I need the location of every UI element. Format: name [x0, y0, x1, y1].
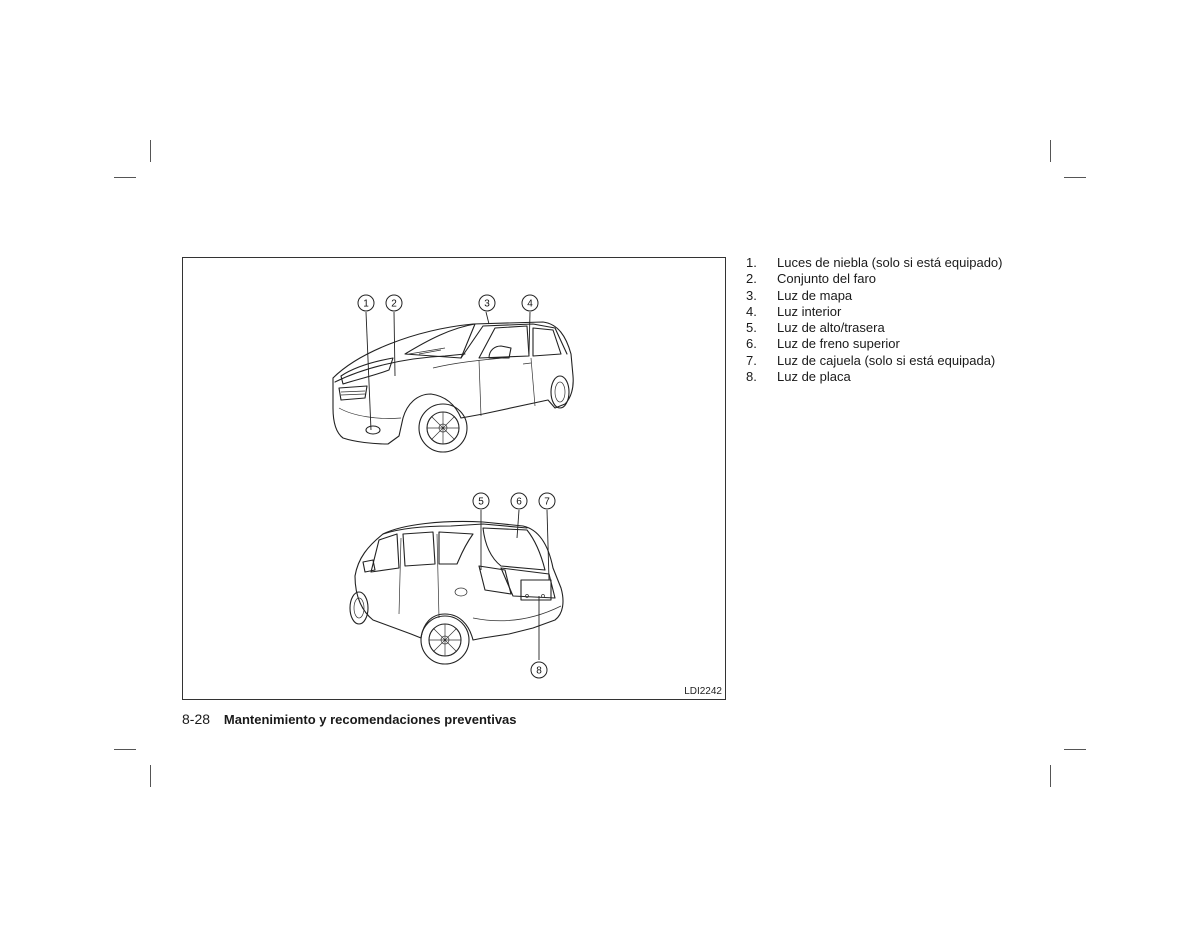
legend-item: 5. Luz de alto/trasera	[746, 320, 1002, 336]
crop-mark-top-right-horizontal	[1064, 177, 1086, 178]
legend-item: 3. Luz de mapa	[746, 288, 1002, 304]
svg-text:8: 8	[536, 666, 542, 677]
legend-item-text: Luces de niebla (solo si está equipado)	[777, 255, 1003, 270]
crop-mark-bottom-left-horizontal	[114, 749, 136, 750]
car-front-view-drawing	[332, 321, 574, 453]
lights-legend-list: 1. Luces de niebla (solo si está equipado…	[746, 255, 1002, 385]
legend-item-number: 4.	[746, 303, 757, 319]
svg-text:2: 2	[391, 299, 397, 310]
crop-mark-top-right-vertical	[1050, 140, 1051, 162]
legend-item-text: Luz de alto/trasera	[777, 320, 885, 336]
lights-location-figure: 1 2 3 4 5 6 7 8 LDI2242	[182, 257, 726, 700]
legend-item: 6. Luz de freno superior	[746, 336, 1002, 352]
legend-item: 2. Conjunto del faro	[746, 271, 1002, 287]
legend-item-number: 2.	[746, 271, 757, 287]
figure-id-label: LDI2242	[684, 686, 722, 697]
legend-item-number: 7.	[746, 352, 757, 368]
legend-item-text: Conjunto del faro	[777, 271, 877, 287]
callout-1: 1	[357, 294, 375, 312]
legend-item-text: Luz de cajuela (solo si está equipada)	[777, 352, 996, 368]
page-number: 8-28	[182, 711, 211, 727]
crop-mark-bottom-left-vertical	[150, 765, 151, 787]
legend-item: 7. Luz de cajuela (solo si está equipada)	[746, 353, 1002, 369]
legend-item: 1. Luces de niebla (solo si está equipado…	[746, 255, 1002, 271]
callout-leader-lines	[365, 311, 550, 660]
callout-7: 7	[538, 492, 556, 510]
page-footer: 8-28 Mantenimiento y recomendaciones pre…	[182, 711, 517, 727]
svg-text:6: 6	[516, 497, 522, 508]
legend-item-text: Luz de mapa	[777, 287, 853, 303]
callout-6: 6	[510, 492, 528, 510]
crop-mark-bottom-right-vertical	[1050, 765, 1051, 787]
svg-text:1: 1	[363, 299, 369, 310]
crop-mark-bottom-right-horizontal	[1064, 749, 1086, 750]
legend-item-number: 6.	[746, 336, 757, 352]
legend-item-text: Luz interior	[777, 303, 842, 319]
svg-text:5: 5	[478, 497, 484, 508]
legend-item-number: 3.	[746, 287, 757, 303]
legend-item: 4. Luz interior	[746, 304, 1002, 320]
crop-mark-top-left-vertical	[150, 140, 151, 162]
legend-item-text: Luz de placa	[777, 369, 851, 385]
callout-5: 5	[472, 492, 490, 510]
svg-text:3: 3	[484, 299, 490, 310]
callout-3: 3	[478, 294, 496, 312]
legend-item-number: 1.	[746, 255, 757, 270]
crop-mark-top-left-horizontal	[114, 177, 136, 178]
legend-item: 8. Luz de placa	[746, 369, 1002, 385]
car-rear-view-drawing	[349, 520, 564, 665]
car-illustration: 1 2 3 4 5 6 7 8	[332, 294, 574, 679]
legend-item-number: 5.	[746, 320, 757, 336]
svg-text:7: 7	[544, 497, 550, 508]
legend-item-text: Luz de freno superior	[777, 336, 900, 352]
legend-item-number: 8.	[746, 369, 757, 385]
callout-2: 2	[385, 294, 403, 312]
section-title: Mantenimiento y recomendaciones preventi…	[223, 712, 517, 727]
callout-8: 8	[530, 661, 548, 679]
callout-4: 4	[521, 294, 539, 312]
svg-text:4: 4	[527, 299, 533, 310]
